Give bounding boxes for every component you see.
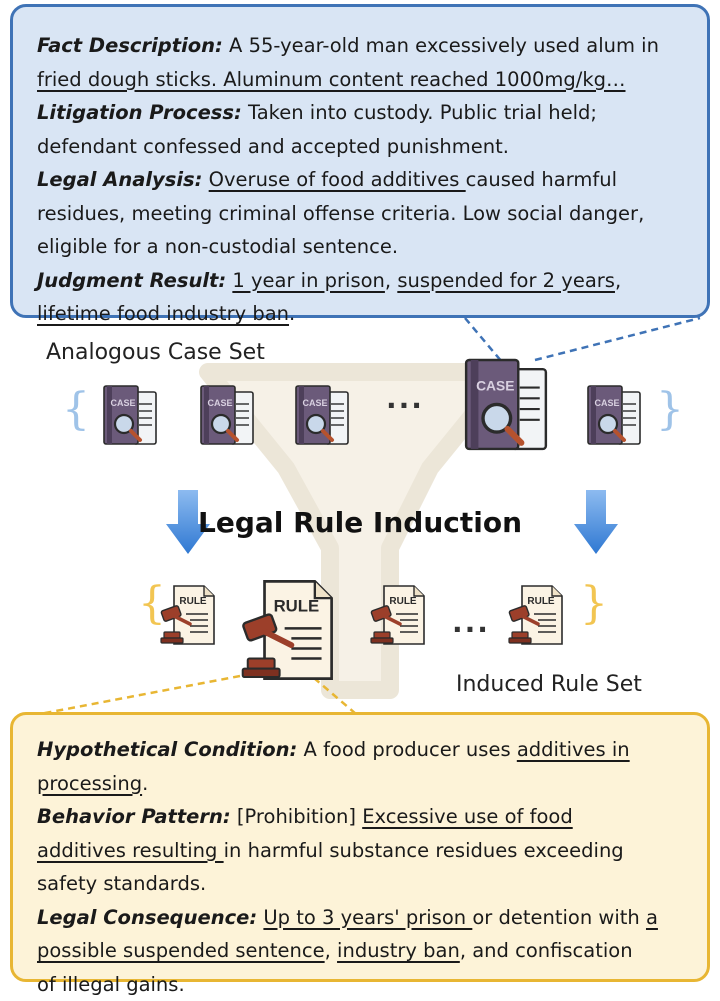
text-line: Legal Analysis: Overuse of food additive… (37, 163, 687, 197)
field-label: Judgment Result: (37, 269, 226, 292)
underlined-phrase: additives resulting (37, 839, 224, 862)
case-icon-2: CASE (197, 384, 257, 448)
text-span: A 55-year-old man excessively used alum … (223, 34, 659, 57)
text-line: defendant confessed and accepted punishm… (37, 130, 687, 164)
induced-rule-text: Hypothetical Condition: A food producer … (37, 733, 687, 1001)
text-span: . (289, 302, 295, 325)
text-line: residues, meeting criminal offense crite… (37, 197, 687, 231)
case-file-icon: CASE (100, 384, 160, 448)
underlined-phrase: suspended for 2 years (397, 269, 615, 292)
text-span: of illegal gains. (37, 973, 185, 996)
text-line: additives resulting in harmful substance… (37, 834, 687, 868)
case-set-right-brace: } (656, 388, 684, 432)
rule-document-icon: RULE (160, 584, 216, 646)
case-file-icon: CASE (197, 384, 257, 448)
rule-icon-5: RULE (508, 584, 564, 646)
rule-document-icon: RULE (240, 578, 336, 682)
rule-label-text: RULE (527, 596, 555, 607)
rule-document-icon: RULE (508, 584, 564, 646)
text-span: or detention with (472, 906, 646, 929)
rule-document-icon: RULE (370, 584, 426, 646)
text-span: in harmful substance residues exceeding (224, 839, 624, 862)
text-line: Behavior Pattern: [Prohibition] Excessiv… (37, 800, 687, 834)
rule-icon-3: RULE (370, 584, 426, 646)
text-line: Judgment Result: 1 year in prison, suspe… (37, 264, 687, 298)
text-span: , (325, 939, 337, 962)
text-line: of illegal gains. (37, 968, 687, 1001)
underlined-phrase: Up to 3 years' prison (263, 906, 472, 929)
text-line: Litigation Process: Taken into custody. … (37, 96, 687, 130)
case-file-icon: CASE (460, 356, 552, 456)
case-set-left-brace: { (62, 388, 90, 432)
case-icon-3: CASE (292, 384, 352, 448)
text-line: processing. (37, 767, 687, 801)
case-file-icon: CASE (292, 384, 352, 448)
rule-label-text: RULE (179, 596, 207, 607)
field-label: Fact Description: (37, 34, 223, 57)
underlined-phrase: lifetime food industry ban (37, 302, 289, 325)
underlined-phrase: fried dough sticks. Aluminum content rea… (37, 68, 626, 91)
text-line: eligible for a non-custodial sentence. (37, 230, 687, 264)
case-icon-large: CASE (460, 356, 552, 456)
text-span: A food producer uses (297, 738, 516, 761)
underlined-phrase: Overuse of food additives (209, 168, 466, 191)
text-span: , (615, 269, 621, 292)
underlined-phrase: a (646, 906, 658, 929)
rule-set-right-brace: } (580, 582, 608, 626)
text-span: eligible for a non-custodial sentence. (37, 235, 398, 258)
rule-connector-line (40, 676, 240, 714)
text-span: , and confiscation (460, 939, 633, 962)
rule-ellipsis: ... (452, 606, 490, 639)
case-label-text: CASE (302, 398, 327, 408)
case-label-text: CASE (110, 398, 135, 408)
field-label: Hypothetical Condition: (37, 738, 297, 761)
text-line: Fact Description: A 55-year-old man exce… (37, 29, 687, 63)
case-label-text: CASE (207, 398, 232, 408)
text-line: Hypothetical Condition: A food producer … (37, 733, 687, 767)
case-description-box: Fact Description: A 55-year-old man exce… (10, 4, 710, 318)
field-label: Behavior Pattern: (37, 805, 231, 828)
field-label: Litigation Process: (37, 101, 242, 124)
induced-rule-box: Hypothetical Condition: A food producer … (10, 712, 710, 982)
text-span: caused harmful (466, 168, 617, 191)
text-span: , (385, 269, 397, 292)
text-line: lifetime food industry ban. (37, 297, 687, 331)
field-label: Legal Consequence: (37, 906, 257, 929)
text-span: [Prohibition] (231, 805, 362, 828)
underlined-phrase: additives in (517, 738, 630, 761)
text-line: safety standards. (37, 867, 687, 901)
underlined-phrase: possible suspended sentence (37, 939, 325, 962)
rule-label-text: RULE (274, 597, 320, 616)
text-span: residues, meeting criminal offense crite… (37, 202, 644, 225)
analogous-case-set-label: Analogous Case Set (46, 340, 265, 365)
induced-rule-set-label: Induced Rule Set (456, 672, 642, 697)
text-line: fried dough sticks. Aluminum content rea… (37, 63, 687, 97)
case-icon-1: CASE (100, 384, 160, 448)
text-line: Legal Consequence: Up to 3 years' prison… (37, 901, 687, 935)
text-line: possible suspended sentence, industry ba… (37, 934, 687, 968)
case-file-icon: CASE (584, 384, 644, 448)
rule-label-text: RULE (389, 596, 417, 607)
text-span: defendant confessed and accepted punishm… (37, 135, 509, 158)
underlined-phrase: industry ban (337, 939, 460, 962)
case-ellipsis: ... (386, 382, 424, 415)
case-label-text: CASE (594, 398, 619, 408)
underlined-phrase: 1 year in prison (232, 269, 385, 292)
case-description-text: Fact Description: A 55-year-old man exce… (37, 29, 687, 331)
underlined-phrase: processing (37, 772, 142, 795)
text-span: safety standards. (37, 872, 206, 895)
rule-icon-1: RULE (160, 584, 216, 646)
text-span: . (142, 772, 148, 795)
case-label-text: CASE (476, 379, 514, 394)
text-span: Taken into custody. Public trial held; (242, 101, 597, 124)
rule-icon-large: RULE (240, 578, 336, 682)
center-title: Legal Rule Induction (0, 506, 720, 539)
case-icon-5: CASE (584, 384, 644, 448)
underlined-phrase: Excessive use of food (362, 805, 573, 828)
field-label: Legal Analysis: (37, 168, 202, 191)
